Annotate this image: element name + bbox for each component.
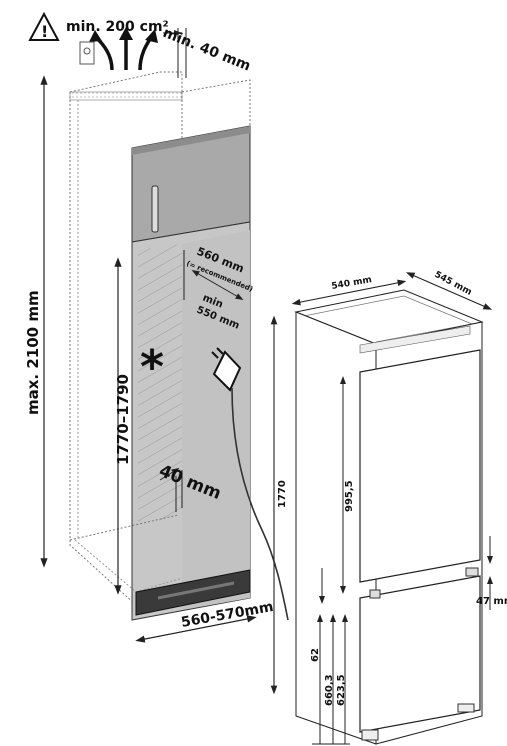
lower-door-b-label: 623,5	[336, 674, 347, 706]
appliance-depth-dimension	[405, 272, 493, 310]
vent-gap-dimension	[159, 467, 183, 512]
appliance-depth-label: 545 mm	[433, 270, 474, 298]
opening-height-label: 1770–1790	[114, 374, 132, 465]
niche-depth-dimension	[183, 250, 244, 301]
niche-cabinet	[69, 71, 251, 621]
power-cable	[231, 387, 289, 621]
niche-width-dimension	[135, 615, 257, 643]
svg-text:!: !	[41, 22, 48, 41]
appliance-width-dimension	[291, 279, 407, 306]
lower-dimensions	[312, 614, 350, 745]
fridge-appliance	[294, 289, 484, 745]
hatched-zone	[138, 244, 182, 525]
door-gap-dimension	[319, 536, 493, 610]
power-plug-icon	[211, 347, 242, 392]
airflow-area-label: min. 200 cm²	[66, 19, 169, 35]
upper-door-label: 995,5	[344, 480, 355, 512]
airflow-arrows-icon	[89, 27, 158, 71]
appliance-height-label: 1770	[277, 480, 288, 508]
warning-triangle-icon: !	[28, 11, 60, 41]
max-height-label: max. 2100 mm	[24, 290, 42, 415]
lower-door-a-label: 660,3	[324, 674, 335, 706]
socket-icon	[79, 41, 95, 65]
lower-gap-label: 62	[310, 648, 321, 662]
top-gap-label: min. 40 mm	[161, 25, 253, 75]
door-gap-label: 47 mm	[476, 596, 507, 607]
top-gap-dimension	[163, 28, 187, 78]
asterisk-mark: *	[140, 340, 164, 394]
